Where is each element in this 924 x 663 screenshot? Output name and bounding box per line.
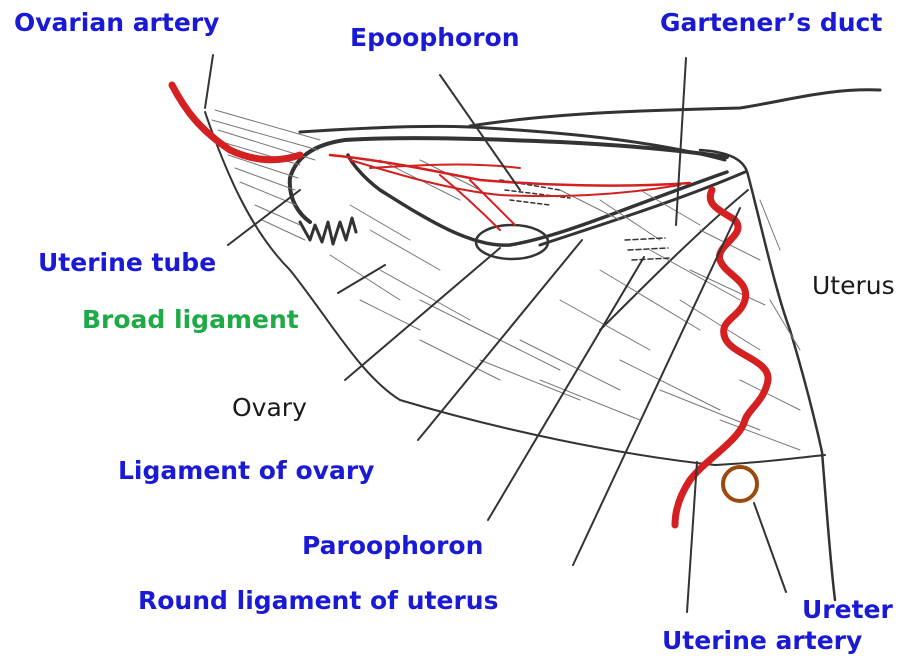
label-broad-ligament: Broad ligament [82,307,299,332]
label-round-ligament: Round ligament of uterus [138,588,498,613]
leader-ovarian-artery [205,55,213,108]
leader-ligament-of-ovary [418,240,582,440]
label-uterus: Uterus [812,273,895,298]
label-garteners-duct: Gartener’s duct [660,10,882,35]
mesosalpinx-top [470,90,880,126]
leader-epoophoron [440,75,520,190]
label-ligament-of-ovary: Ligament of ovary [118,458,374,483]
label-uterine-tube: Uterine tube [38,250,216,275]
leader-paroophoron [488,257,644,520]
leader-ovary [345,248,500,380]
ureter-shape [723,467,757,501]
leader-garteners-duct [676,58,686,225]
label-ovarian-artery: Ovarian artery [14,10,219,35]
leader-round-ligament [573,208,740,565]
label-uterine-artery: Uterine artery [662,628,862,653]
leader-broad-ligament [338,265,385,293]
leader-ureter [754,503,786,592]
uterine-tube [290,138,727,222]
label-paroophoron: Paroophoron [302,533,483,558]
label-ovary: Ovary [232,395,307,420]
leader-uterine-tube [228,190,300,245]
ovarian-artery-vessel [172,85,300,160]
paroophoron-tubules [625,238,670,260]
label-epoophoron: Epoophoron [350,25,520,50]
mesosalpinx-fold [300,126,725,160]
label-ureter: Ureter [802,597,893,622]
